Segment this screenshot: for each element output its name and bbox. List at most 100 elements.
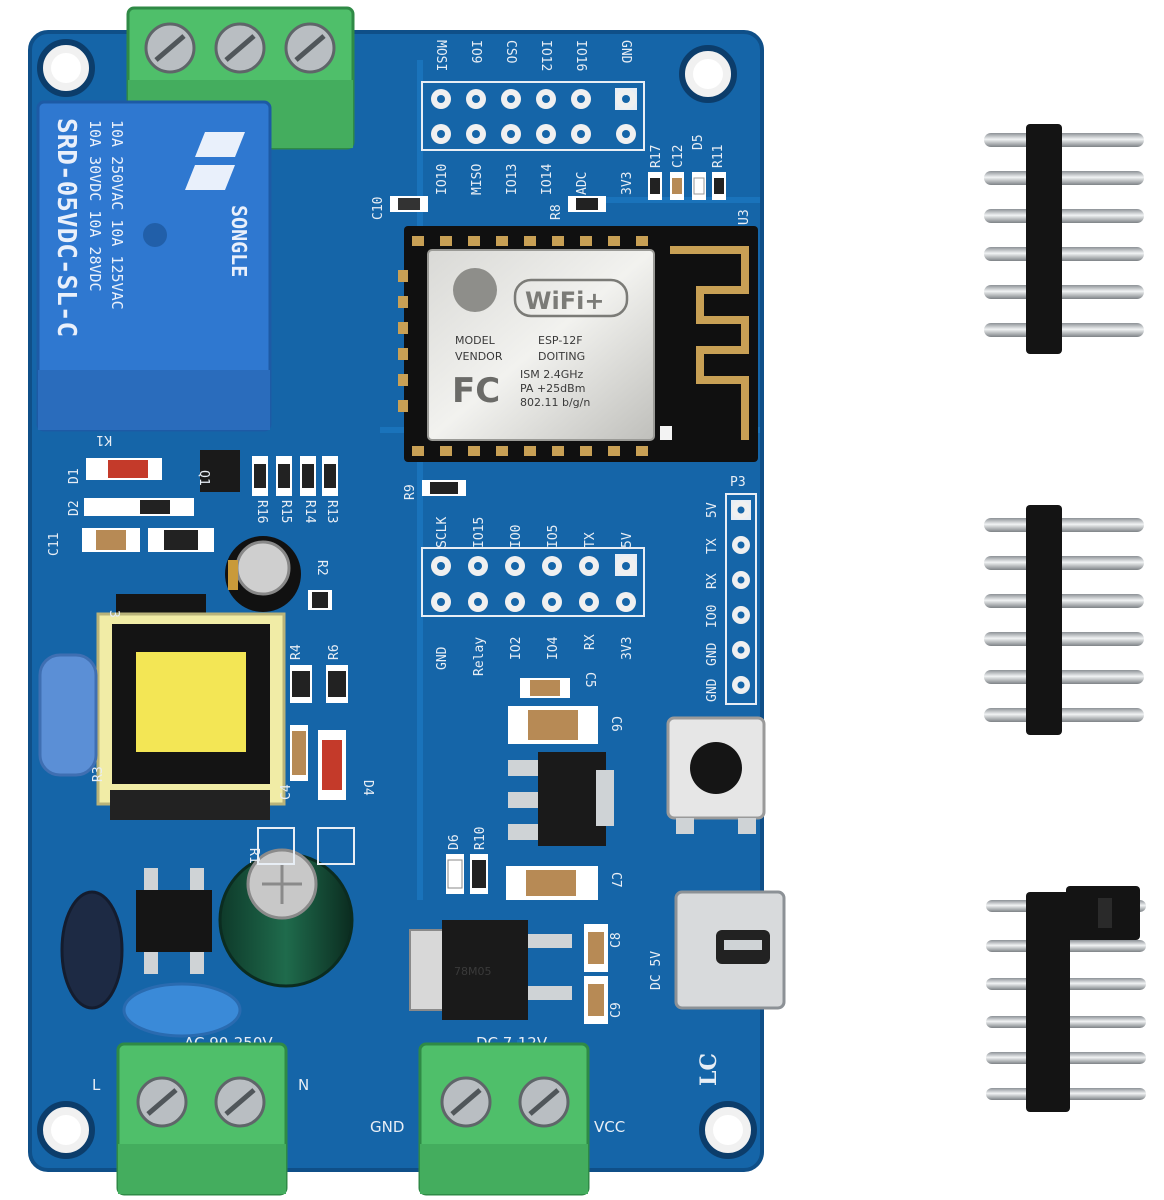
ref-d6: D6 <box>447 834 462 850</box>
module-ism: ISM 2.4GHz <box>520 368 584 381</box>
mid-pin-header <box>421 547 645 617</box>
terminal-gnd-label: GND <box>370 1118 404 1136</box>
relay-rating-line2: 10A 30VDC 10A 28VDC <box>86 120 104 292</box>
ref-c7: C7 <box>608 872 623 888</box>
smd-resistors-top-right <box>648 172 726 200</box>
pin-label-io5: IO5 <box>546 525 561 548</box>
fcc-logo: FC <box>452 371 500 411</box>
relay-rating-line1: 10A 250VAC 10A 125VAC <box>108 120 126 310</box>
ref-r17: R17 <box>649 145 664 168</box>
module-vendor: DOITING <box>538 350 585 363</box>
ref-r15: R15 <box>278 500 293 523</box>
mid-header-labels: SCLK IO15 IO0 IO5 TX 5V GND Relay IO2 IO… <box>435 517 635 676</box>
electrolytic-cap-large <box>218 848 354 988</box>
lc-logo: LC <box>696 1053 722 1086</box>
y-capacitor <box>38 653 98 777</box>
pin-label-gnd-mid: GND <box>435 646 450 670</box>
pin-label-io0: IO0 <box>509 525 524 548</box>
ldo-regulator <box>508 752 614 846</box>
varistor <box>60 890 124 1010</box>
ref-r6: R6 <box>327 644 342 660</box>
ref-r16: R16 <box>254 500 269 523</box>
module-pa: PA +25dBm <box>520 382 585 395</box>
top-pin-header <box>421 81 645 151</box>
linear-regulator-78m05: 78M05 <box>409 920 572 1020</box>
pin-label-3v3-top: 3V3 <box>620 172 635 195</box>
doit-logo-icon <box>453 268 497 312</box>
module-model: ESP-12F <box>538 334 583 347</box>
ref-r8: R8 <box>549 204 564 220</box>
wifi-badge: WiFi+ <box>525 287 604 315</box>
ref-d5: D5 <box>691 134 706 150</box>
side-label-5v: 5V <box>705 502 720 518</box>
terminal-l-label: L <box>92 1076 101 1094</box>
pin-label-miso: MISO <box>470 164 485 195</box>
usb-label: DC 5V <box>649 951 664 990</box>
pin-label-io4: IO4 <box>546 636 561 660</box>
pin-header-strip-2 <box>984 505 1144 735</box>
pin-label-mosi: MOSI <box>433 40 448 71</box>
side-label-gnd-1: GND <box>705 642 720 666</box>
pin-label-tx: TX <box>583 532 598 548</box>
ref-r4: R4 <box>289 644 304 660</box>
mounting-holes <box>37 39 757 1159</box>
electrolytic-cap-small <box>225 536 301 612</box>
reset-button-part <box>666 716 766 834</box>
pin-label-cso: CSO <box>503 40 518 64</box>
ref-r3: R3 <box>91 766 106 782</box>
module-vendor-label: VENDOR <box>455 350 503 363</box>
side-pin-header <box>725 493 757 705</box>
relay-model: SRD-05VDC-SL-C <box>51 118 81 337</box>
pin-label-gnd: GND <box>618 40 633 64</box>
pin-header-strip-3-with-jumper <box>986 886 1146 1112</box>
ref-c11: C11 <box>47 533 62 556</box>
ref-r2: R2 <box>314 560 329 576</box>
transformer <box>96 594 286 820</box>
x-capacitor <box>122 982 242 1038</box>
side-label-io0: IO0 <box>705 605 720 628</box>
ref-k1: K1 <box>96 432 112 447</box>
pin-label-io9: IO9 <box>468 40 483 63</box>
songle-logo-icon <box>185 132 245 190</box>
ref-c12: C12 <box>671 145 686 168</box>
ref-u3: U3 <box>737 209 752 225</box>
ref-t1-partial: 3 <box>106 610 121 618</box>
dc-input-terminal <box>418 1042 590 1196</box>
terminal-vcc-label: VCC <box>594 1118 625 1136</box>
ref-q1: Q1 <box>196 470 211 486</box>
ref-r9: R9 <box>403 484 418 500</box>
pin-label-io10: IO10 <box>435 164 450 195</box>
side-label-rx: RX <box>705 573 720 589</box>
pin-label-io14: IO14 <box>540 164 555 195</box>
ref-c9: C9 <box>609 1002 624 1018</box>
relay-brand: SONGLE <box>227 205 251 277</box>
ref-d1: D1 <box>67 468 82 484</box>
ref-d2: D2 <box>67 500 82 516</box>
pcb-antenna <box>670 246 749 440</box>
module-model-label: MODEL <box>455 334 496 347</box>
ref-r11: R11 <box>711 145 726 168</box>
ac-input-terminal <box>116 1042 288 1196</box>
pin-label-5v: 5V <box>620 532 635 548</box>
pin-label-io13: IO13 <box>505 164 520 195</box>
bridge-rectifier <box>136 868 212 974</box>
pin-label-io2: IO2 <box>509 637 524 660</box>
ref-c5: C5 <box>582 672 597 688</box>
pin-label-relay: Relay <box>472 637 487 676</box>
top-header-labels: MOSI IO9 CSO IO12 IO16 GND IO10 MISO IO1… <box>433 40 635 195</box>
pin-header-strip-1 <box>984 124 1144 354</box>
micro-usb-port <box>674 890 786 1010</box>
side-label-tx: TX <box>705 538 720 554</box>
regulator-marking: 78M05 <box>454 965 492 978</box>
module-standard: 802.11 b/g/n <box>520 396 590 409</box>
ref-r1: R1 <box>246 848 261 864</box>
ref-c10: C10 <box>371 197 386 220</box>
pin-label-3v3-mid: 3V3 <box>620 637 635 660</box>
ref-c6: C6 <box>608 716 623 732</box>
ref-p3: P3 <box>730 475 746 490</box>
pin-label-io12: IO12 <box>538 40 553 71</box>
ref-c8: C8 <box>609 932 624 948</box>
smd-parts-left <box>82 450 338 552</box>
pin-label-adc: ADC <box>575 172 590 195</box>
